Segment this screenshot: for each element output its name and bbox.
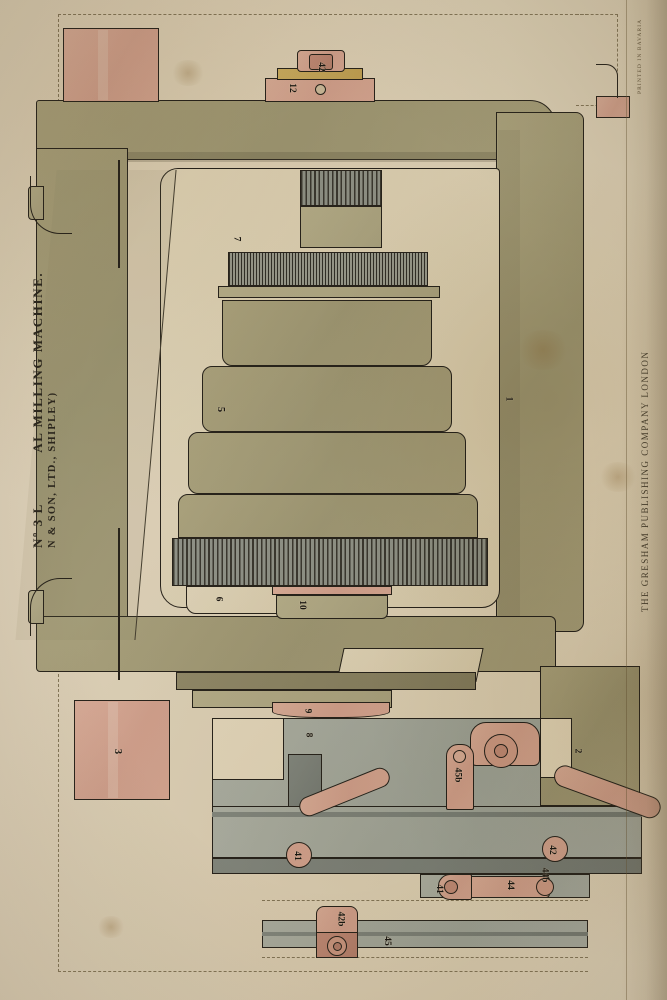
- callout-3: 3: [112, 748, 124, 755]
- callout-7: 7: [231, 236, 242, 242]
- callout-43: 44: [504, 880, 515, 890]
- callout-2: 2: [572, 748, 583, 754]
- foxing-spot-2: [598, 462, 638, 492]
- bellcrank-arm-eye: [453, 750, 466, 763]
- section-cut-line-left: [118, 160, 120, 268]
- main-gear-wheel-7: [228, 252, 428, 286]
- upper-gear-hub: [300, 206, 382, 248]
- cone-pulley-step-3: [188, 432, 466, 494]
- cone-pulley-step-4: [178, 494, 478, 538]
- detail-slide-bar-groove: [262, 932, 588, 936]
- callout-5: 5: [215, 406, 227, 413]
- callout-45: 45b: [452, 767, 463, 783]
- binding-gutter-line: [626, 0, 627, 1000]
- cone-pulley-step-1: [222, 300, 432, 366]
- main-gear-rim-lower: [218, 286, 440, 298]
- publisher-imprint: THE GRESHAM PUBLISHING COMPANY LONDON: [640, 350, 650, 612]
- callout-12: 42: [315, 62, 326, 72]
- callout-42-detail: 42b: [335, 911, 346, 927]
- plate-title: Nº 3 L AL MILLING MACHINE.: [30, 272, 46, 548]
- callout-11: 12: [286, 83, 297, 93]
- plate-title-text: AL MILLING MACHINE.: [30, 271, 45, 453]
- table-bar-groove: [212, 812, 642, 817]
- top-left-bronze-block: [63, 28, 159, 102]
- plate-number: Nº 3 L: [30, 503, 45, 548]
- right-edge-bronze-stub: [596, 96, 630, 118]
- knee-cutout-left: [212, 718, 284, 780]
- section-cut-line-left-2: [118, 528, 120, 680]
- callout-9: 9: [302, 708, 313, 714]
- plate-maker: N & SON, LTD., SHIPLEY): [47, 391, 58, 548]
- lower-bellcrank-eye: [444, 880, 458, 894]
- right-edge-hook: [596, 64, 618, 98]
- callout-44: 44b: [539, 867, 550, 883]
- callout-41: 41: [291, 851, 302, 861]
- callout-45b: 41: [433, 884, 444, 894]
- callout-8: 8: [303, 732, 314, 738]
- callout-10: 10: [296, 600, 307, 610]
- frame-right-column-inner-shade: [498, 130, 520, 620]
- callout-6: 6: [213, 596, 224, 602]
- callout-44-detail: 45: [381, 936, 392, 946]
- bellcrank-boss-inner: [494, 744, 508, 758]
- cone-pulley-step-2: [202, 366, 452, 432]
- callout-1: 1: [503, 396, 514, 402]
- detail-clamp-bolt-core: [333, 942, 342, 951]
- spindle-nose-band: [272, 586, 392, 595]
- top-left-bronze-block-highlight: [98, 30, 108, 100]
- clamp-ring-9: [272, 702, 390, 718]
- spindle-nose-10: [276, 595, 388, 619]
- knee-plate-dark: [176, 672, 476, 690]
- lower-gear-wheel-6: [172, 538, 488, 586]
- printed-in-notice: PRINTED IN BAVARIA: [637, 18, 643, 94]
- table-bar-lower-rail: [212, 858, 642, 874]
- top-cap-bolt-hole: [315, 84, 326, 95]
- upper-gear-small: [300, 170, 382, 206]
- callout-42: 42: [546, 845, 557, 855]
